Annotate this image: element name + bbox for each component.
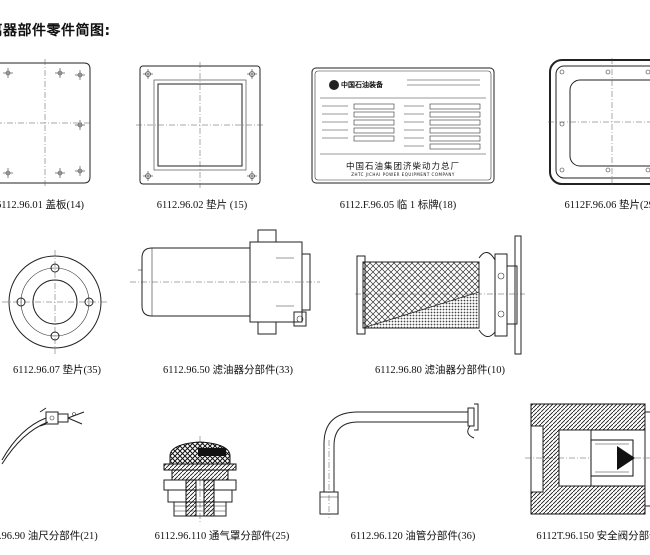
oil-pipe-drawing — [319, 403, 479, 518]
nameplate-company: 中国石油装备 — [341, 81, 383, 89]
caption-dipstick: 6112.96.90 油尺分部件(21) — [0, 531, 98, 542]
nameplate-drawing — [311, 67, 495, 184]
nameplate-footer-cn: 中国石油集团济柴动力总厂 — [345, 162, 461, 172]
oil-filter-side-drawing — [130, 229, 320, 335]
caption-breather-cap: 6112.96.110 通气罩分部件(25) — [154, 531, 290, 542]
caption-oil-pipe: 6112.96.120 油管分部件(36) — [350, 531, 476, 542]
oil-filter-section-drawing — [355, 235, 525, 355]
caption-square-gasket: 6112.96.02 垫片 (15) — [156, 200, 248, 211]
safety-valve-drawing — [525, 403, 650, 515]
round-gasket-drawing — [2, 250, 108, 354]
breather-cap-drawing — [163, 436, 237, 522]
caption-rounded-gasket: 6112F.96.06 垫片(29) — [564, 200, 650, 211]
caption-oil-filter-side: 6112.96.50 滤油器分部件(33) — [163, 365, 293, 376]
page-title: 分离器部件零件简图: — [0, 23, 111, 39]
caption-oil-filter-section: 6112.96.80 滤油器分部件(10) — [375, 365, 505, 376]
nameplate-footer-en: ZHTC JICHAI POWER EQUIPMENT COMPANY — [351, 172, 455, 177]
dipstick-drawing — [1, 407, 85, 465]
cover-plate-drawing — [0, 59, 91, 187]
caption-nameplate: 6112.F.96.05 临 1 标牌(18) — [339, 200, 457, 211]
caption-safety-valve: 6112T.96.150 安全阀分部件 — [536, 531, 650, 542]
square-gasket-drawing — [136, 62, 264, 188]
rounded-gasket-drawing — [548, 58, 650, 186]
caption-cover-plate: 6112.96.01 盖板(14) — [0, 200, 84, 211]
caption-round-gasket: 6112.96.07 垫片(35) — [13, 365, 101, 376]
